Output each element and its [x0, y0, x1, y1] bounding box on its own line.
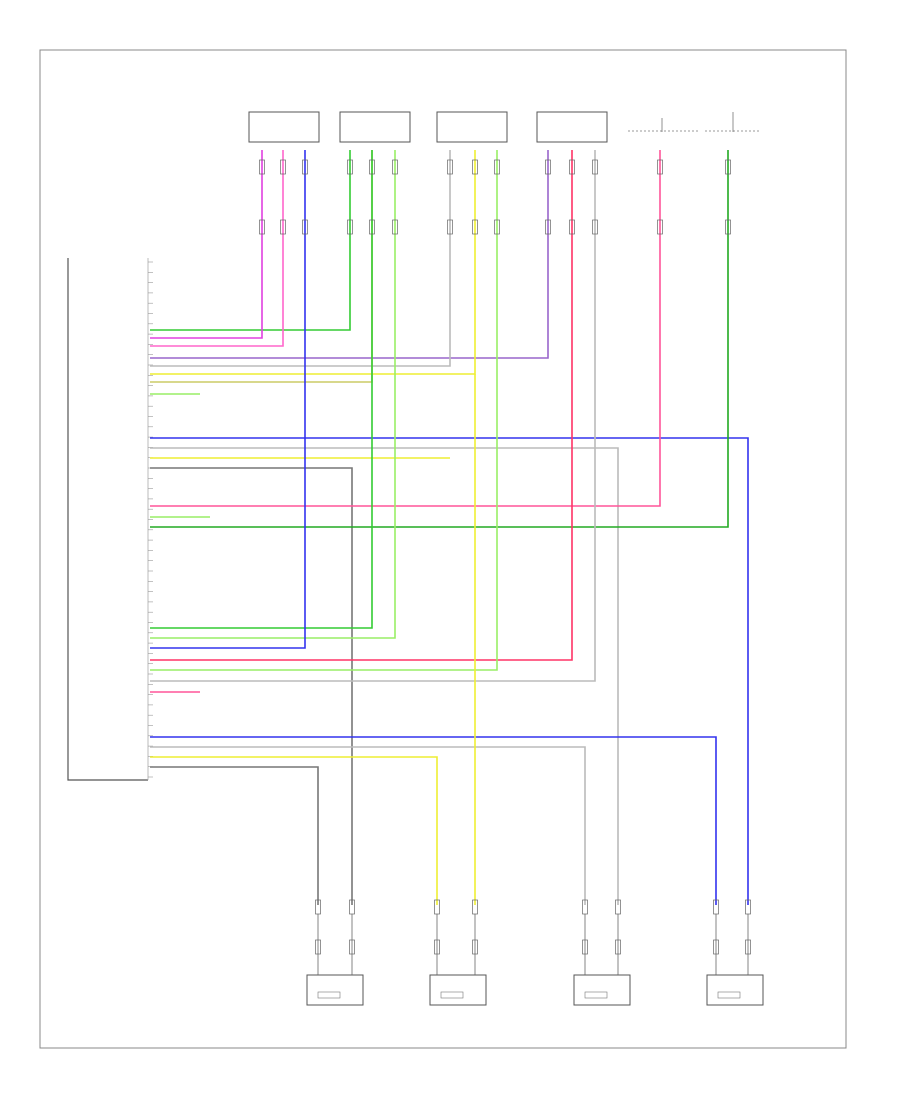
bottom-component-2-box — [429, 974, 487, 1006]
connector-tick — [347, 159, 353, 175]
wire-violet-1 — [150, 150, 549, 359]
top-component-4-box — [536, 111, 608, 143]
connector-tick — [369, 159, 375, 175]
bottom-component-1 — [306, 974, 364, 1006]
connector-tick — [259, 219, 265, 235]
connector-tick — [392, 159, 398, 175]
connector-tick — [347, 219, 353, 235]
connector-tick — [494, 219, 500, 235]
wire-magenta-1 — [150, 150, 263, 339]
wire-gray-2 — [150, 766, 319, 905]
wire-darkgreen-1 — [150, 150, 729, 528]
connector-tick — [392, 219, 398, 235]
wire-gray-1 — [150, 467, 353, 905]
wire-red-1 — [150, 150, 573, 661]
electronic-suspension-control-module — [67, 258, 153, 781]
wire-lightgray-1 — [150, 150, 451, 367]
wire-green-2 — [150, 150, 373, 629]
connector-tick — [259, 159, 265, 175]
connector-ticks — [259, 159, 751, 975]
connector-tick — [447, 219, 453, 235]
wire-pinkred-1 — [150, 150, 661, 507]
connector-tick — [472, 219, 478, 235]
top-component-2-box — [339, 111, 411, 143]
connector-tick — [302, 219, 308, 235]
connector-tick — [592, 219, 598, 235]
connector-tick — [569, 159, 575, 175]
connector-tick — [280, 159, 286, 175]
wire-blue-1 — [150, 437, 749, 905]
connector-tick — [447, 159, 453, 175]
wire-green-1 — [150, 150, 351, 331]
wire-lightgray-4 — [150, 746, 586, 905]
wire-harness — [150, 150, 749, 905]
connector-tick — [657, 219, 663, 235]
wire-lightgreen-3 — [150, 150, 498, 671]
wire-lightgray-3 — [150, 150, 596, 682]
bottom-component-2-plug — [440, 991, 464, 999]
connector-tick — [657, 159, 663, 175]
bottom-component-3 — [573, 974, 631, 1006]
connector-tick — [725, 219, 731, 235]
top-component-4 — [536, 111, 608, 143]
wire-blue-2 — [150, 150, 306, 649]
top-component-2 — [339, 111, 411, 143]
top-component-fuse-1 — [628, 118, 700, 132]
ecu-pin-ticks — [148, 261, 153, 778]
top-component-3 — [436, 111, 508, 143]
wire-lightgray-2 — [150, 447, 619, 905]
bottom-component-2 — [429, 974, 487, 1006]
top-component-1-box — [248, 111, 320, 143]
connector-tick — [725, 159, 731, 175]
connector-tick — [472, 159, 478, 175]
bottom-component-1-box — [306, 974, 364, 1006]
wire-lightgreen-2 — [150, 150, 396, 639]
connector-tick — [592, 159, 598, 175]
ecu-outline — [67, 258, 148, 781]
top-component-3-box — [436, 111, 508, 143]
wire-blue-3 — [150, 736, 717, 905]
wire-yellow-1 — [150, 150, 476, 375]
bottom-component-4 — [706, 974, 764, 1006]
bottom-component-4-box — [706, 974, 764, 1006]
connector-tick — [545, 159, 551, 175]
connector-tick — [569, 219, 575, 235]
connector-tick — [280, 219, 286, 235]
bottom-component-3-plug — [584, 991, 608, 999]
wire-pink-1 — [150, 150, 284, 347]
top-component-fuse-2 — [705, 112, 760, 132]
wire-yellow-3 — [150, 756, 438, 905]
connector-tick — [545, 219, 551, 235]
connector-tick — [369, 219, 375, 235]
bottom-component-3-box — [573, 974, 631, 1006]
bottom-component-1-plug — [317, 991, 341, 999]
diagram-frame — [39, 49, 847, 1049]
bottom-component-4-plug — [717, 991, 741, 999]
top-component-1 — [248, 111, 320, 143]
connector-tick — [494, 159, 500, 175]
wire-olive-1 — [150, 150, 373, 383]
connector-tick — [302, 159, 308, 175]
